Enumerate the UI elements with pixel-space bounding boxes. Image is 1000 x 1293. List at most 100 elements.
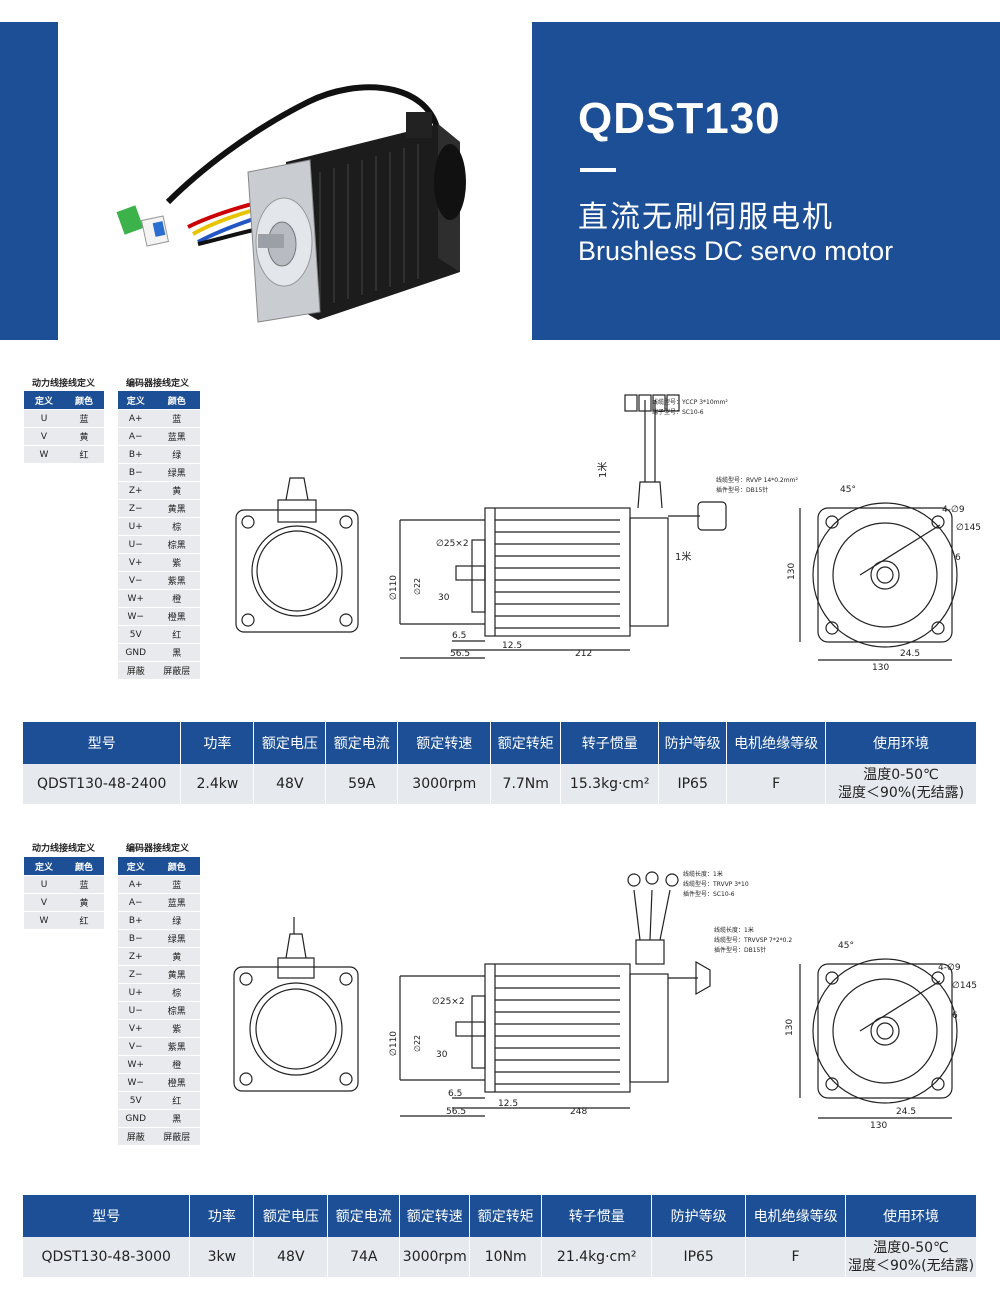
svg-text:30: 30 bbox=[438, 593, 450, 603]
title-english: Brushless DC servo motor bbox=[578, 236, 894, 266]
svg-text:1米: 1米 bbox=[675, 550, 691, 563]
table-row: B+绿 bbox=[118, 445, 200, 464]
col-def: 定义 bbox=[24, 391, 64, 410]
svg-text:130: 130 bbox=[787, 563, 797, 580]
power-wiring-title-2: 动力线接线定义 bbox=[32, 844, 96, 854]
svg-text:∅22: ∅22 bbox=[413, 1035, 422, 1052]
table-row: V+紫 bbox=[118, 553, 200, 572]
spec-table-1: 型号功率额定电压额定电流额定转速额定转矩转子惯量防护等级电机绝缘等级使用环境 Q… bbox=[23, 722, 977, 804]
table-row: B−绿黑 bbox=[118, 463, 200, 482]
table-row: A+蓝 bbox=[118, 409, 200, 428]
table-row: Z+黄 bbox=[118, 481, 200, 500]
svg-text:∅110: ∅110 bbox=[389, 575, 399, 600]
encoder-wiring-title-2: 编码器接线定义 bbox=[126, 844, 190, 854]
svg-text:130: 130 bbox=[872, 663, 889, 673]
svg-text:线缆型号：TRVVP 3*10: 线缆型号：TRVVP 3*10 bbox=[683, 880, 749, 888]
svg-text:∅25×2: ∅25×2 bbox=[436, 539, 469, 549]
table-row: B−绿黑 bbox=[118, 929, 200, 948]
svg-text:1米: 1米 bbox=[596, 462, 609, 478]
svg-text:12.5: 12.5 bbox=[498, 1099, 518, 1109]
svg-text:线缆型号：YCCP 3*10mm²: 线缆型号：YCCP 3*10mm² bbox=[652, 398, 728, 406]
spec-table-2: 型号功率额定电压额定电流额定转速额定转矩转子惯量防护等级电机绝缘等级使用环境 Q… bbox=[23, 1195, 977, 1277]
svg-text:45°: 45° bbox=[838, 941, 854, 951]
svg-text:线缆长度：1米: 线缆长度：1米 bbox=[714, 926, 754, 934]
svg-text:∅25×2: ∅25×2 bbox=[432, 997, 465, 1007]
svg-text:24.5: 24.5 bbox=[900, 649, 920, 659]
svg-text:56.5: 56.5 bbox=[450, 649, 470, 659]
col-color: 颜色 bbox=[64, 391, 104, 410]
table-row: W+橙 bbox=[118, 1055, 200, 1074]
svg-text:∅110: ∅110 bbox=[389, 1031, 399, 1056]
table-row: W+橙 bbox=[118, 589, 200, 608]
svg-text:端子型号：SC10-6: 端子型号：SC10-6 bbox=[652, 408, 704, 416]
svg-text:插件型号：SC10-6: 插件型号：SC10-6 bbox=[683, 890, 735, 898]
svg-text:线缆型号：RVVP 14*0.2mm²: 线缆型号：RVVP 14*0.2mm² bbox=[716, 476, 798, 484]
svg-text:56.5: 56.5 bbox=[446, 1107, 466, 1117]
svg-text:24.5: 24.5 bbox=[896, 1107, 916, 1117]
svg-text:4-∅9: 4-∅9 bbox=[942, 505, 965, 515]
table-row: U−棕黑 bbox=[118, 535, 200, 554]
table-row: U+棕 bbox=[118, 517, 200, 536]
svg-text:6: 6 bbox=[955, 553, 961, 563]
table-row: 屏蔽屏蔽层 bbox=[118, 661, 200, 679]
dimension-drawing-1: 线缆型号：YCCP 3*10mm² 端子型号：SC10-6 线缆型号：RVVP … bbox=[235, 394, 981, 673]
table-row: W−橙黑 bbox=[118, 607, 200, 626]
table-row: V−紫黑 bbox=[118, 571, 200, 590]
table-row: Z−黄黑 bbox=[118, 965, 200, 984]
dimension-drawing-2: 线缆长度：1米 线缆型号：TRVVP 3*10 插件型号：SC10-6 线缆长度… bbox=[233, 870, 977, 1131]
table-row: Z+黄 bbox=[118, 947, 200, 966]
table-row: A−蓝黑 bbox=[118, 893, 200, 912]
table-row: A+蓝 bbox=[118, 875, 200, 894]
table-row: A−蓝黑 bbox=[118, 427, 200, 446]
svg-text:248: 248 bbox=[570, 1107, 587, 1117]
table-row: U−棕黑 bbox=[118, 1001, 200, 1020]
table-row: Z−黄黑 bbox=[118, 499, 200, 518]
svg-text:6.5: 6.5 bbox=[448, 1089, 462, 1099]
table-row: 屏蔽屏蔽层 bbox=[118, 1127, 200, 1145]
table-row: U+棕 bbox=[118, 983, 200, 1002]
svg-text:30: 30 bbox=[436, 1050, 448, 1060]
spec-header-row: 型号功率额定电压额定电流额定转速额定转矩转子惯量防护等级电机绝缘等级使用环境 bbox=[23, 1195, 977, 1237]
title-divider bbox=[580, 168, 616, 172]
svg-text:线缆型号：TRVVSP 7*2*0.2: 线缆型号：TRVVSP 7*2*0.2 bbox=[714, 936, 792, 944]
table-row: W−橙黑 bbox=[118, 1073, 200, 1092]
svg-text:插件型号：DB15针: 插件型号：DB15针 bbox=[716, 486, 768, 494]
table-row: V+紫 bbox=[118, 1019, 200, 1038]
svg-text:12.5: 12.5 bbox=[502, 641, 522, 651]
svg-text:130: 130 bbox=[870, 1121, 887, 1131]
svg-text:130: 130 bbox=[785, 1019, 795, 1036]
svg-text:∅145: ∅145 bbox=[956, 523, 981, 533]
model-title: QDST130 bbox=[578, 94, 781, 143]
svg-text:45°: 45° bbox=[840, 485, 856, 495]
product-photo bbox=[58, 22, 532, 340]
svg-text:插件型号：DB15针: 插件型号：DB15针 bbox=[714, 946, 766, 954]
table-row: B+绿 bbox=[118, 911, 200, 930]
svg-text:212: 212 bbox=[575, 649, 592, 659]
svg-text:∅145: ∅145 bbox=[952, 981, 977, 991]
title-banner: QDST130 直流无刷伺服电机 Brushless DC servo moto… bbox=[532, 22, 1000, 340]
table-row: V−紫黑 bbox=[118, 1037, 200, 1056]
title-chinese: 直流无刷伺服电机 bbox=[578, 200, 834, 235]
svg-text:线缆长度：1米: 线缆长度：1米 bbox=[683, 870, 723, 878]
spec-header-row: 型号功率额定电压额定电流额定转速额定转矩转子惯量防护等级电机绝缘等级使用环境 bbox=[23, 722, 977, 764]
encoder-wiring-title: 编码器接线定义 bbox=[126, 379, 190, 389]
svg-text:4-∅9: 4-∅9 bbox=[938, 963, 961, 973]
svg-text:∅22: ∅22 bbox=[413, 578, 422, 595]
header-left-bar bbox=[0, 22, 58, 340]
